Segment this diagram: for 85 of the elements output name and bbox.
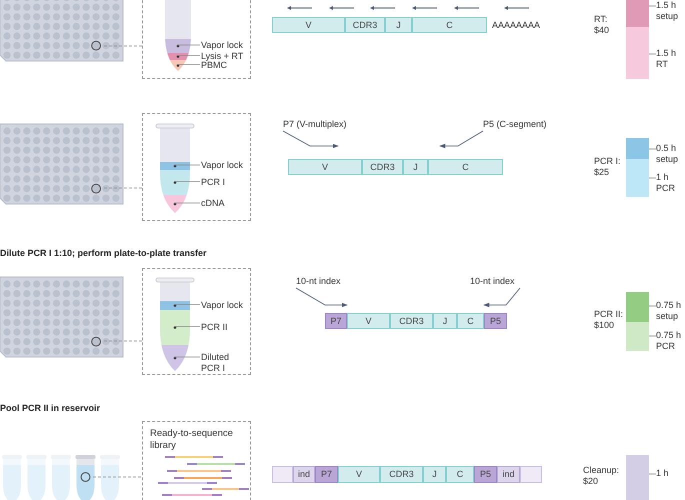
- time-bar-segment: [626, 159, 649, 197]
- zoom-connector-line: [104, 340, 142, 342]
- leader-line: [174, 181, 200, 182]
- layer-label: Vapor lock: [201, 160, 253, 172]
- time-label: 0.5 h setup: [656, 143, 685, 167]
- time-label: 1.5 h RT: [656, 48, 685, 72]
- tube-row-drawing: [0, 455, 123, 500]
- time-bar-segment: [626, 27, 649, 79]
- time-bar-segment: [626, 322, 649, 351]
- time-label: 0.75 h PCR: [656, 330, 685, 354]
- adapter-segment: P5: [474, 466, 497, 483]
- leader-line: [174, 164, 200, 166]
- segment-box: J: [385, 17, 412, 33]
- primer-arrow: [296, 288, 348, 308]
- primer-label: 10-nt index: [470, 276, 520, 288]
- layer-label: Diluted PCR I: [201, 352, 241, 376]
- tube-drawing: [156, 277, 194, 371]
- segment-box: C: [446, 466, 474, 483]
- time-bar-segment: [626, 292, 649, 322]
- primer-label: 10-nt index: [296, 276, 346, 288]
- segment-box: J: [403, 159, 428, 175]
- zoom-inset-box: [142, 268, 251, 375]
- segment-box: J: [423, 466, 446, 483]
- segment-box: V: [288, 159, 362, 175]
- layer-label: Lysis + RT: [201, 50, 253, 62]
- section-heading: Pool PCR II in reservoir: [0, 403, 102, 414]
- leader-line: [176, 44, 200, 46]
- time-label: 0.75 h setup: [656, 300, 685, 324]
- primer-arrow: [483, 288, 520, 308]
- flank-segment: [272, 466, 293, 483]
- segment-box: CDR3: [345, 17, 385, 33]
- layer-label: PCR II: [201, 322, 253, 334]
- leader-line: [648, 148, 656, 150]
- well-plate-drawing: [0, 277, 123, 357]
- cost-label: PCR I: $25: [594, 156, 622, 178]
- primer-arrow: [439, 130, 484, 148]
- well-plate-drawing: [0, 124, 123, 204]
- leader-line: [176, 64, 200, 65]
- segment-box: CDR3: [362, 159, 403, 175]
- zoom-inset-box: [142, 0, 251, 79]
- time-bar-segment: [626, 138, 649, 159]
- segment-box: C: [412, 17, 487, 33]
- layer-label: PBMC: [201, 60, 253, 72]
- segment-box: V: [272, 17, 345, 33]
- segment-box: V: [347, 313, 390, 329]
- index-segment: ind: [497, 466, 520, 483]
- leader-line: [174, 326, 200, 327]
- poly-a-tail-label: AAAAAAAA: [492, 20, 542, 31]
- zoom-inset-box: [142, 113, 251, 221]
- time-bar-segment: [626, 455, 649, 500]
- layer-label: PCR I: [201, 176, 253, 188]
- segment-box: J: [433, 313, 457, 329]
- time-bar-segment: [626, 0, 649, 27]
- layer-label: Vapor lock: [201, 40, 253, 52]
- segment-box: CDR3: [390, 313, 433, 329]
- section-heading: Dilute PCR I 1:10; perform plate-to-plate transfer: [0, 248, 208, 259]
- inset-caption: Ready-to-sequence library: [150, 428, 234, 452]
- index-segment: ind: [293, 466, 315, 483]
- layer-label: Vapor lock: [201, 300, 253, 312]
- well-plate-drawing: [0, 0, 123, 61]
- cost-label: PCR II: $100: [594, 309, 624, 331]
- segment-box: C: [457, 313, 484, 329]
- cost-label: Cleanup: $20: [583, 465, 620, 487]
- time-label: 1.5 h setup: [656, 0, 685, 24]
- time-label: 1 h: [656, 468, 685, 480]
- zoom-inset-box: [142, 421, 251, 500]
- adapter-segment: P7: [325, 313, 347, 329]
- segment-box: V: [338, 466, 380, 483]
- cost-label: RT: $40: [594, 14, 610, 36]
- adapter-segment: P5: [484, 313, 507, 329]
- segment-box: CDR3: [380, 466, 423, 483]
- leader-line: [176, 55, 200, 56]
- leader-line: [174, 304, 200, 305]
- primer-arrow: [282, 130, 339, 148]
- layer-label: cDNA: [201, 198, 253, 210]
- time-label: 1 h PCR: [656, 172, 685, 196]
- primer-label: P5 (C-segment): [483, 119, 558, 131]
- adapter-segment: P7: [315, 466, 338, 483]
- leader-line: [174, 202, 200, 204]
- leader-line: [174, 356, 200, 358]
- zoom-connector-line: [92, 476, 142, 478]
- segment-box: C: [428, 159, 503, 175]
- tube-drawing: [156, 123, 194, 213]
- primer-label: P7 (V-multiplex): [283, 119, 363, 131]
- flank-segment: [520, 466, 542, 483]
